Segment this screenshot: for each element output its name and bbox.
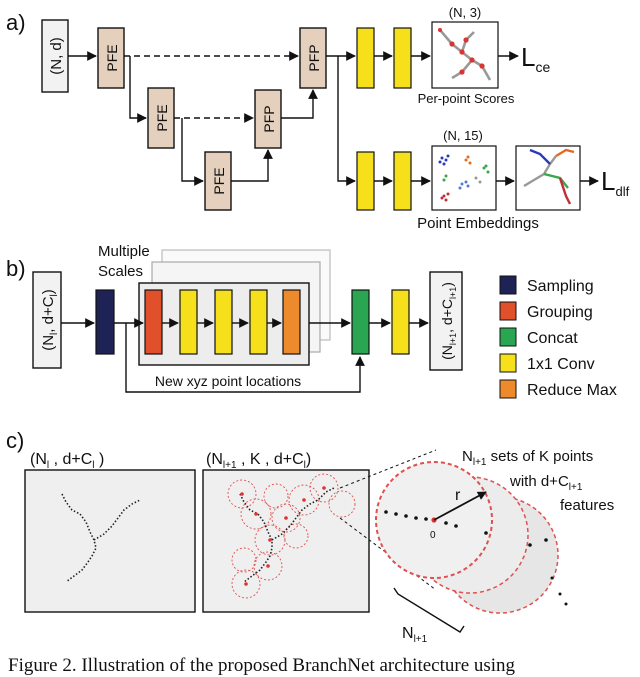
conv-block-4: [391, 289, 410, 355]
right-title: (Nl+1 , K , d+Cl): [206, 451, 311, 471]
conv-block-3: [249, 289, 268, 355]
panel-b: b) Multiple Scales (Nl, d+Cl) New xyz po…: [6, 243, 617, 399]
bracket: [393, 587, 465, 633]
right-point-curve: [239, 493, 273, 583]
figure-caption: Figure 2. Illustration of the proposed B…: [8, 655, 516, 676]
legend-label-concat: Concat: [527, 330, 578, 347]
sets-label: Nl+1 sets of K points: [462, 448, 593, 468]
legend: Sampling Grouping Concat 1x1 Conv Reduce…: [499, 275, 617, 399]
xyz-label: New xyz point locations: [155, 373, 301, 389]
panel-a: a) (N, d) PFE PFE PFE PFP PFP (N, 3): [6, 5, 630, 232]
conv-bottom-2: [393, 151, 412, 211]
arrow-pfe3-pfp1: [231, 149, 273, 182]
shape-scores: (N, 3): [449, 5, 482, 20]
pfp-label-2: PFP: [306, 44, 322, 71]
legend-swatch-sampling: [499, 275, 517, 295]
pfe-label-2: PFE: [154, 104, 170, 131]
legend-label-sampling: Sampling: [527, 278, 594, 295]
pfe-label-3: PFE: [211, 167, 227, 194]
instance-tree: [523, 148, 575, 205]
shape-embed: (N, 15): [443, 128, 483, 143]
pfe-box-1: [97, 27, 125, 89]
input-nd-box: [41, 19, 69, 93]
zoom-guide-top: [339, 449, 437, 489]
grouping-block: [144, 289, 163, 355]
legend-label-reduce-max: Reduce Max: [527, 382, 617, 399]
input-nl-box: [32, 271, 62, 369]
conv-block-1: [179, 289, 198, 355]
output-nl1-label: (Nl+1, d+Cl+1): [439, 282, 458, 360]
sampling-block: [95, 289, 115, 355]
arrow-pfp1-pfp2: [281, 89, 318, 119]
with-label: with d+Cl+1: [509, 473, 583, 493]
arrow-pfe2-pfe3: [181, 118, 204, 186]
centroid-points: [240, 486, 326, 586]
arrow-pfp2-conv-bottom: [337, 56, 356, 186]
embed-caption: Point Embeddings: [417, 215, 539, 232]
embedding-clusters: [438, 154, 490, 202]
left-point-curve: [61, 493, 97, 583]
right-point-box: [202, 469, 370, 613]
pfe-label-1: PFE: [104, 44, 120, 71]
output-nl1-box: [429, 271, 463, 371]
panel-a-label: a): [6, 10, 26, 35]
input-nd-label: (N, d): [48, 37, 65, 75]
panel-c-label: c): [6, 428, 24, 453]
panel-c: c) (Nl , d+Cl ) (Nl+1 , K , d+Cl): [6, 428, 614, 645]
pfp-box-1: [254, 89, 282, 149]
radius-label: r: [455, 487, 461, 504]
arrow-pfe1-pfe2: [129, 56, 147, 123]
conv-top-2: [393, 27, 412, 89]
scores-caption: Per-point Scores: [418, 91, 515, 106]
legend-swatch-concat: [499, 327, 517, 347]
grouping-circles: [227, 473, 356, 599]
radius-arrow: [433, 491, 487, 521]
reduce-max-block: [282, 289, 301, 355]
input-nl-label: (Nl, d+Cl): [40, 289, 60, 351]
loss-ce: Lce: [521, 42, 550, 75]
zoom-points: [384, 510, 568, 606]
multiple-label: Multiple: [98, 243, 150, 260]
bracket-label: Nl+1: [402, 625, 428, 645]
xyz-path: [125, 323, 365, 393]
features-label: features: [560, 497, 614, 514]
conv-bottom-1: [356, 151, 375, 211]
concat-block: [351, 289, 370, 355]
pfp-box-2: [299, 27, 327, 89]
legend-swatch-reduce-max: [499, 379, 517, 399]
legend-label-conv: 1x1 Conv: [527, 356, 595, 373]
left-point-box: [24, 469, 196, 613]
panel-b-label: b): [6, 256, 26, 281]
origin-label: 0: [430, 530, 436, 541]
scales-label: Scales: [98, 263, 143, 280]
legend-swatch-grouping: [499, 301, 517, 321]
conv-top-1: [356, 27, 375, 89]
embedding-plot: [431, 145, 497, 211]
conv-block-2: [214, 289, 233, 355]
pfp-label-1: PFP: [261, 105, 277, 132]
pfe-box-2: [147, 87, 175, 149]
instance-plot: [515, 145, 581, 211]
loss-dlf: Ldlf: [601, 166, 630, 199]
scores-tree: [438, 28, 492, 81]
legend-label-grouping: Grouping: [527, 304, 593, 321]
left-title: (Nl , d+Cl ): [30, 451, 104, 471]
legend-swatch-conv: [499, 353, 517, 373]
